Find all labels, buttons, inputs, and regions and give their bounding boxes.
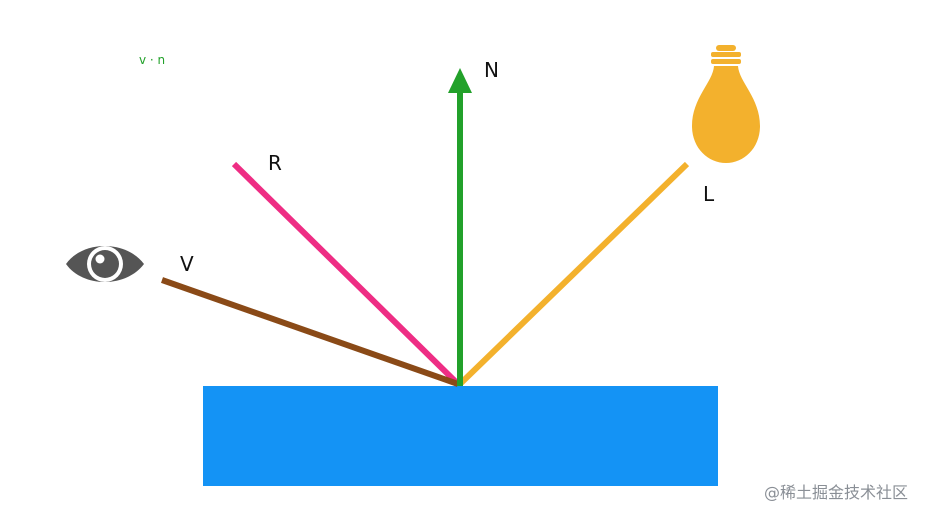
normal-arrowhead — [448, 68, 472, 93]
surface — [203, 386, 718, 486]
normal-label: N — [484, 58, 499, 82]
watermark: @稀土掘金技术社区 — [763, 483, 908, 502]
formula-label: v · n — [139, 53, 165, 67]
view-label: V — [180, 252, 194, 276]
eye-icon — [66, 246, 144, 282]
view-vector — [161, 277, 459, 387]
reflection-label: R — [268, 151, 282, 175]
reflection-vector — [231, 161, 461, 387]
light-label: L — [703, 182, 715, 206]
light-bulb-icon — [692, 45, 760, 163]
light-vector — [457, 161, 690, 387]
